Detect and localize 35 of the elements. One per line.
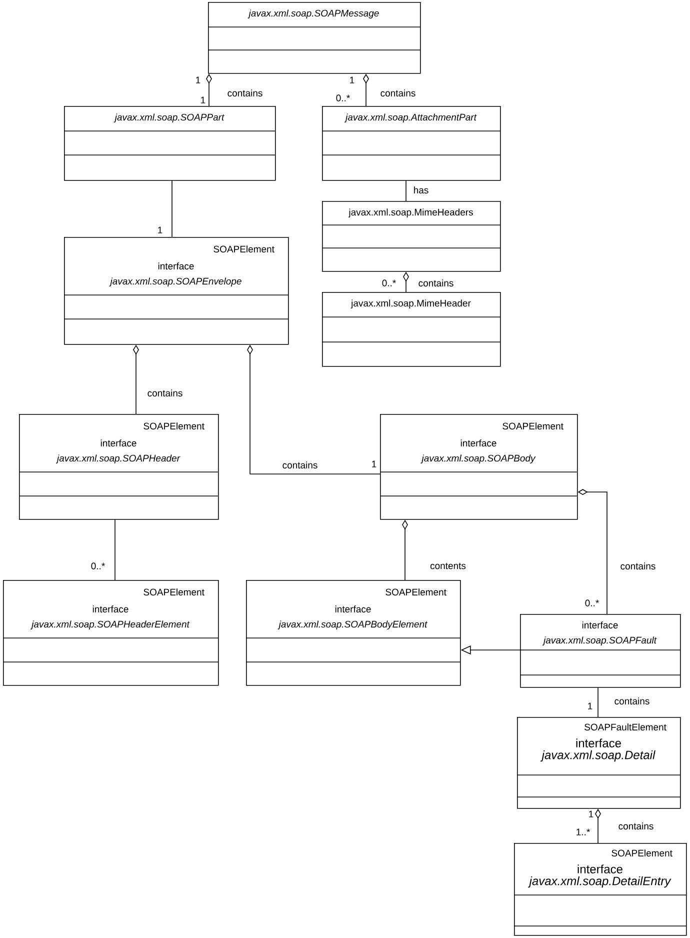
edge-label: has — [412, 186, 430, 194]
class-box: interface javax.xml.soap.SOAPFault — [520, 614, 681, 688]
class-box: javax.xml.soap.SOAPPart — [64, 106, 276, 181]
edge-label: contents — [429, 562, 467, 570]
multiplicity-label: 1 — [372, 460, 376, 468]
multiplicity-label: 1 — [350, 76, 354, 84]
multiplicity-label: 1 — [196, 76, 200, 84]
class-box: SOAPElement interface javax.xml.soap.SOAPHeader — [18, 414, 219, 520]
class-box: SOAPElement interface javax.xml.soap.SOAPEnvelope — [64, 237, 289, 345]
multiplicity-label: 0..* — [91, 562, 105, 570]
edge-label: contains — [226, 88, 264, 98]
multiplicity-label: 0..* — [336, 94, 350, 102]
class-box: javax.xml.soap.AttachmentPart — [322, 106, 501, 181]
edge-label: contains — [146, 388, 184, 398]
multiplicity-label: 1 — [589, 810, 594, 818]
edge-label: contains — [613, 696, 651, 706]
edge-label: contains — [619, 562, 657, 570]
multiplicity-label: 0..* — [382, 280, 396, 286]
class-box: SOAPElement interface javax.xml.soap.SOAPBody — [380, 414, 578, 520]
multiplicity-label: 1..* — [576, 828, 590, 836]
association-line — [114, 519, 116, 580]
class-box: SOAPFaultElement interface javax.xml.soap.Detail — [516, 717, 681, 809]
class-box: SOAPElement interface javax.xml.soap.DetailEntry — [514, 843, 687, 936]
edge-label: contains — [379, 88, 417, 98]
edge-label: contains — [281, 460, 319, 470]
multiplicity-label: 1 — [588, 702, 592, 710]
class-box: javax.xml.soap.MimeHeaders — [322, 201, 501, 272]
class-box: SOAPElement interface javax.xml.soap.SOAPBodyElement — [246, 580, 461, 686]
edge-label: contains — [617, 822, 655, 830]
edge-label: contains — [417, 278, 455, 288]
class-box: SOAPElement interface javax.xml.soap.SOAPHeaderElement — [2, 580, 219, 686]
multiplicity-label: 0..* — [585, 600, 599, 606]
class-box: javax.xml.soap.SOAPMessage — [208, 2, 421, 74]
multiplicity-label: 1 — [201, 96, 206, 104]
class-box: javax.xml.soap.MimeHeader — [322, 292, 501, 367]
